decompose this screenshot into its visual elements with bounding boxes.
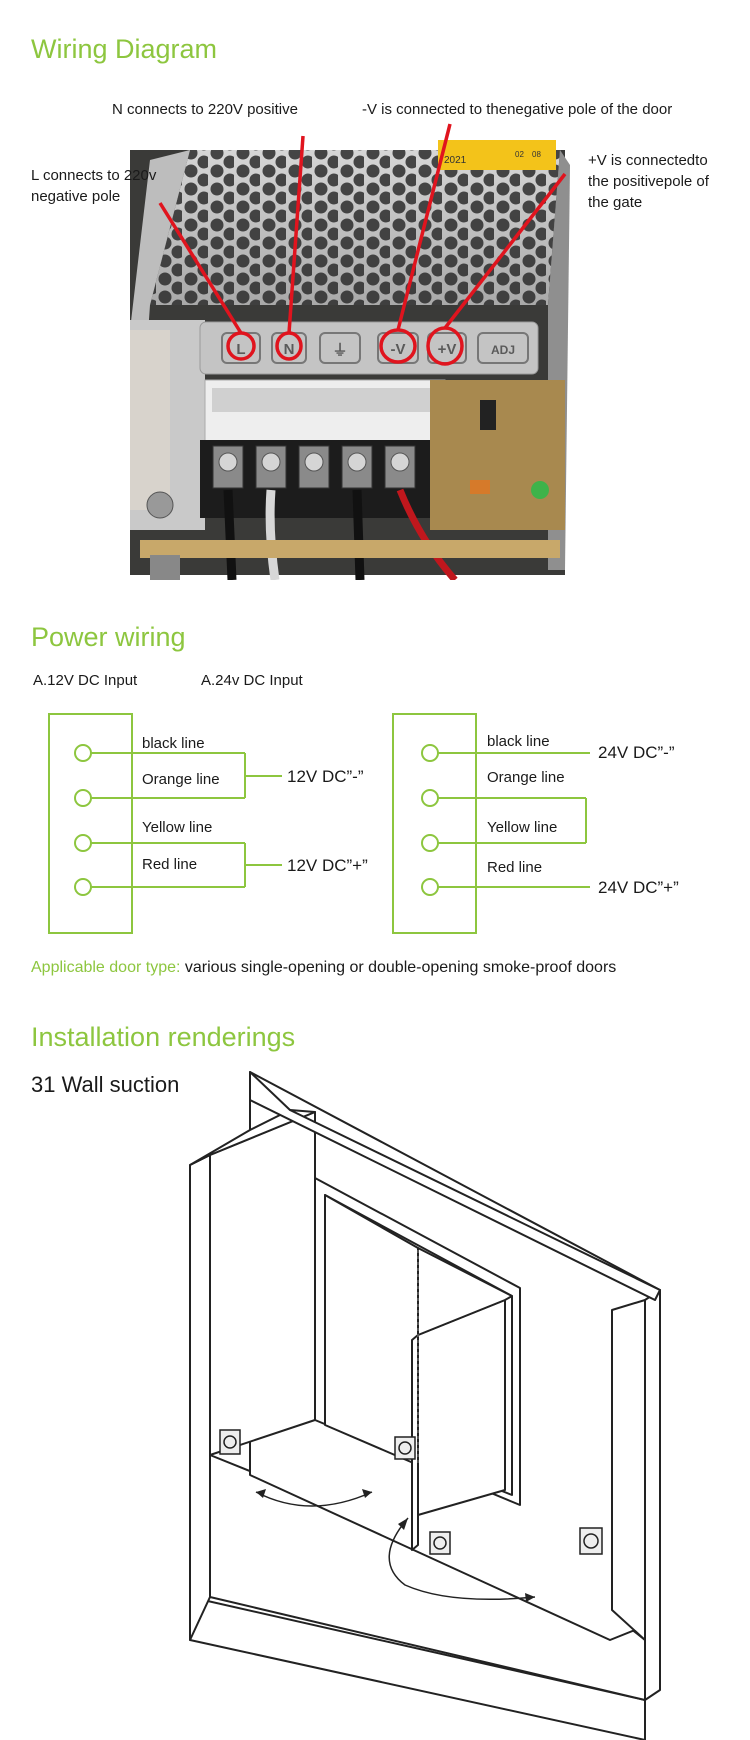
left-output-neg: 12V DC”-” — [287, 767, 364, 786]
terminal-n: N — [284, 341, 295, 358]
power-supply-photo: 2021 02 08 L N ⏚ -V +V ADJ — [130, 123, 570, 580]
left-wire-black: black line — [142, 735, 205, 752]
sticker-year: 2021 — [444, 155, 467, 166]
door-type-line: Applicable door type: various single-ope… — [31, 959, 616, 977]
power-wiring-diagram: black line Orange line Yellow line Red l… — [48, 713, 679, 934]
callout-lines — [158, 123, 567, 366]
callout-neg-v-label: -V is connected to thenegative pole of t… — [362, 101, 673, 118]
sticker-day: 08 — [532, 150, 541, 159]
right-output-pos: 24V DC”+” — [598, 878, 679, 897]
left-wire-yellow: Yellow line — [142, 819, 212, 836]
right-wire-yellow: Yellow line — [487, 819, 557, 836]
left-wire-orange: Orange line — [142, 771, 220, 788]
terminal-adj: ADJ — [491, 343, 515, 357]
input-b-label: A.24v DC Input — [201, 672, 303, 689]
installation-drawing — [189, 1071, 661, 1740]
input-a-label: A.12V DC Input — [33, 672, 138, 689]
door-type-text: various single-opening or double-opening… — [184, 959, 617, 976]
installation-subtitle: 31 Wall suction — [31, 1072, 180, 1097]
callout-l-label: L connects to 220v negative pole — [31, 167, 157, 205]
callout-n-label: N connects to 220V positive — [112, 101, 298, 118]
sticker-month: 02 — [515, 150, 524, 159]
right-wire-red: Red line — [487, 859, 542, 876]
right-output-neg: 24V DC”-” — [598, 743, 675, 762]
left-wire-red: Red line — [142, 856, 197, 873]
wiring-diagram-title: Wiring Diagram — [31, 34, 218, 64]
left-output-pos: 12V DC”+” — [287, 856, 368, 875]
installation-title: Installation renderings — [31, 1022, 296, 1052]
right-wire-black: black line — [487, 733, 550, 750]
right-wire-orange: Orange line — [487, 769, 565, 786]
door-type-label: Applicable door type: — [31, 959, 181, 976]
terminal-neg-v: -V — [391, 341, 406, 358]
terminal-ground: ⏚ — [332, 342, 347, 359]
power-wiring-title: Power wiring — [31, 622, 186, 652]
callout-pos-v-label: +V is connectedto the positivepole of th… — [588, 152, 709, 211]
terminal-pos-v: +V — [438, 341, 457, 358]
terminal-l: L — [236, 341, 245, 358]
